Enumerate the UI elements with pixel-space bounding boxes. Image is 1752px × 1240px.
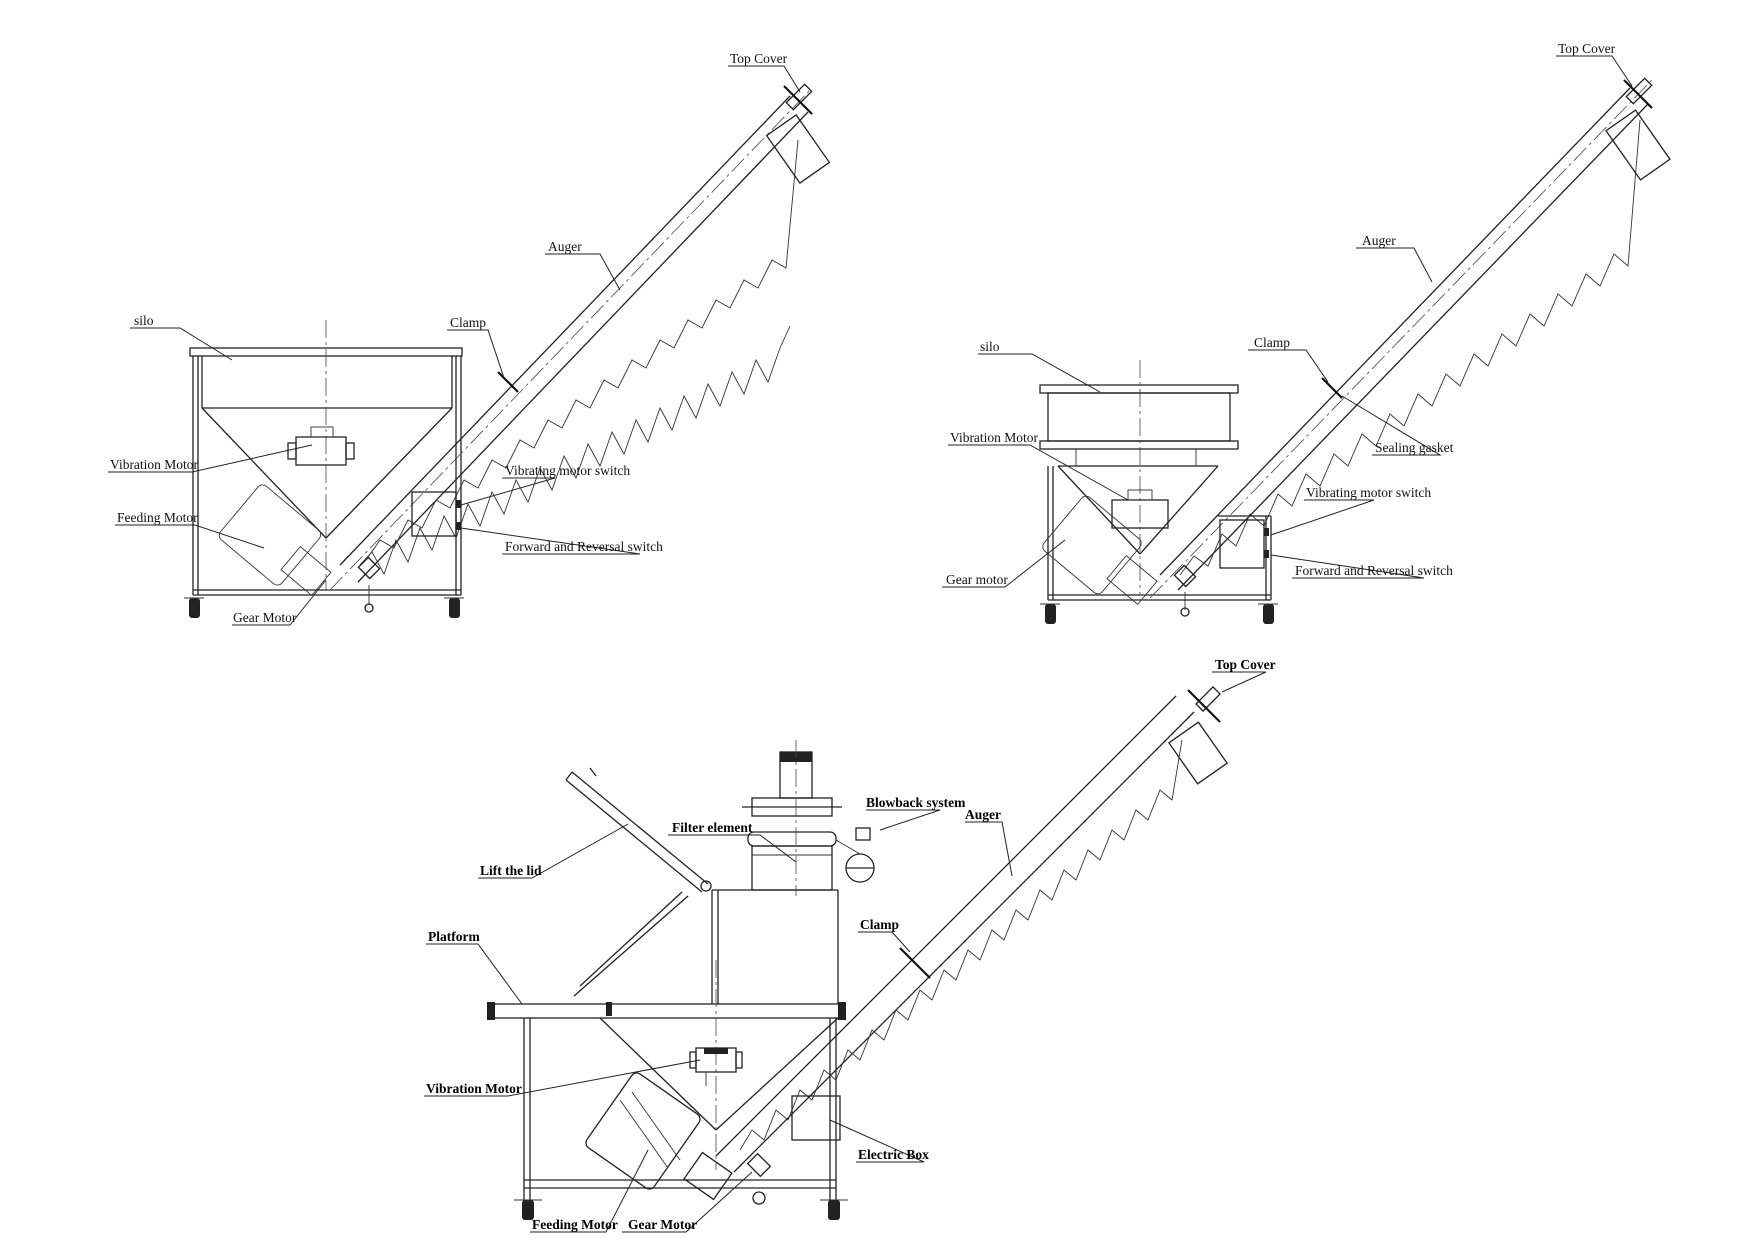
- diagram-3-vibration-motor: [689, 1047, 743, 1086]
- diagram-1: Top Cover Auger silo Clamp Vibration Mot…: [108, 51, 831, 626]
- diagram-3-label-filter-element: Filter element: [672, 820, 753, 835]
- diagram-3-blowback-fan: [742, 751, 875, 883]
- diagram-1-label-silo: silo: [134, 313, 154, 328]
- diagram-3-label-platform: Platform: [428, 929, 480, 944]
- diagram-2-frame: [1047, 466, 1272, 601]
- diagram-3-label-blowback-system: Blowback system: [866, 795, 966, 810]
- diagram-3-label-feeding-motor: Feeding Motor: [532, 1217, 618, 1232]
- diagram-1-auger-tube: [329, 83, 831, 591]
- diagram-1-gear-motor: [357, 556, 381, 613]
- diagram-2-label-gear-motor: Gear motor: [946, 572, 1008, 587]
- diagram-3-hopper: [599, 889, 839, 1131]
- diagram-3-label-auger: Auger: [965, 807, 1001, 822]
- diagram-2-wheels: [1040, 603, 1278, 624]
- diagram-1-label-forward-reversal-switch: Forward and Reversal switch: [505, 539, 663, 554]
- diagram-1-feeding-motor: [218, 484, 332, 596]
- diagram-3-electric-box: [791, 1095, 841, 1141]
- diagram-3-label-clamp: Clamp: [860, 917, 899, 932]
- diagram-3-lid: [565, 767, 712, 997]
- diagram-2-clamp: [1321, 377, 1343, 399]
- diagram-1-label-vibrating-motor-switch: Vibrating motor switch: [505, 463, 630, 478]
- diagram-3-platform: [487, 1002, 846, 1020]
- diagram-1-vibration-motor: [287, 426, 355, 466]
- diagram-3-clamp: [899, 947, 931, 979]
- diagram-1-switch-box: [411, 491, 461, 537]
- diagram-2-label-vibration-motor: Vibration Motor: [950, 430, 1039, 445]
- diagram-2-label-vibrating-motor-switch: Vibrating motor switch: [1306, 485, 1431, 500]
- diagram-2-label-auger: Auger: [1362, 233, 1396, 248]
- diagram-3-filter-element: [747, 831, 837, 891]
- diagram-2-label-top-cover: Top Cover: [1558, 41, 1616, 56]
- diagram-2-label-silo: silo: [980, 339, 1000, 354]
- diagram-3-label-electric-box: Electric Box: [858, 1147, 929, 1162]
- diagram-3-label-vibration-motor: Vibration Motor: [426, 1081, 522, 1096]
- diagram-3-gear-motor: [746, 1152, 772, 1205]
- diagram-2-gear: [1173, 564, 1197, 617]
- diagram-1-label-clamp: Clamp: [450, 315, 486, 330]
- diagram-2-vibration-motor: [1111, 489, 1169, 529]
- diagram-1-wheels: [184, 597, 464, 618]
- diagram-3-label-top-cover: Top Cover: [1215, 657, 1276, 672]
- diagram-1-frame: [192, 356, 462, 596]
- diagram-3-feeding-motor: [585, 1072, 733, 1201]
- diagram-1-label-top-cover: Top Cover: [730, 51, 788, 66]
- diagram-2-silo: [1039, 384, 1239, 555]
- diagram-2-label-forward-reversal-switch: Forward and Reversal switch: [1295, 563, 1453, 578]
- diagram-2-label-clamp: Clamp: [1254, 335, 1290, 350]
- diagram-1-label-feeding-motor: Feeding Motor: [117, 510, 198, 525]
- diagram-2-gear-motor: [1042, 495, 1158, 605]
- diagram-1-clamp: [497, 371, 519, 393]
- diagram-2-label-sealing-gasket: Sealing gasket: [1375, 440, 1454, 455]
- diagram-1-label-auger: Auger: [548, 239, 582, 254]
- diagram-3-label-lift-the-lid: Lift the lid: [480, 863, 542, 878]
- diagram-3-wheels: [514, 1199, 848, 1220]
- diagram-1-label-vibration-motor: Vibration Motor: [110, 457, 199, 472]
- diagram-3-frame: [523, 1018, 837, 1200]
- diagram-3-label-gear-motor: Gear Motor: [628, 1217, 697, 1232]
- diagram-3: Top Cover Blowback system Auger Filter e…: [424, 657, 1276, 1233]
- diagram-2-switch-box: [1219, 519, 1269, 569]
- diagram-2: Top Cover Auger silo Clamp Vibration Mot…: [942, 41, 1671, 624]
- diagram-3-auger-tube: [715, 686, 1228, 1173]
- diagram-1-label-gear-motor: Gear Motor: [233, 610, 297, 625]
